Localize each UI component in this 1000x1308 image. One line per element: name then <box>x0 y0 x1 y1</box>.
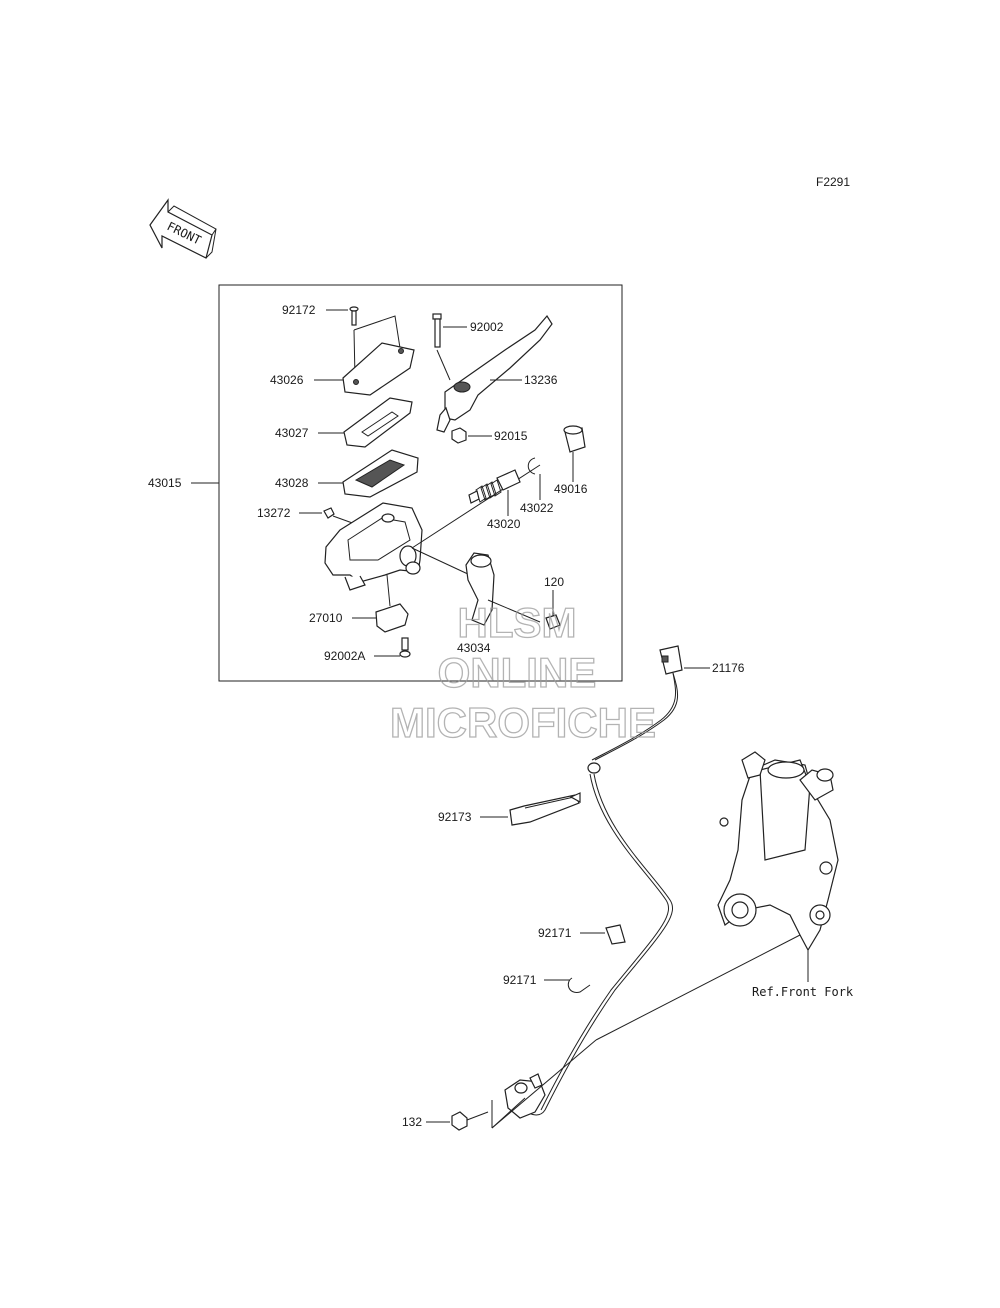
part-label-92171-lower[interactable]: 92171 <box>503 973 537 987</box>
bolt-120 <box>545 614 561 630</box>
part-label-92015[interactable]: 92015 <box>494 429 528 443</box>
clamp-92171-upper <box>605 924 626 945</box>
part-label-27010[interactable]: 27010 <box>309 611 343 625</box>
watermark-line-2: ONLINE <box>438 649 597 696</box>
sensor-cable-21176 <box>524 645 683 1116</box>
clamp-92171-lower <box>567 977 591 993</box>
part-label-43034[interactable]: 43034 <box>457 641 491 655</box>
part-label-43028[interactable]: 43028 <box>275 476 309 490</box>
brake-switch-27010 <box>375 574 409 633</box>
piston-kit-43020 <box>468 469 521 504</box>
part-label-43020[interactable]: 43020 <box>487 517 521 531</box>
holder-43034 <box>465 552 541 626</box>
front-fork-reference <box>717 751 839 952</box>
part-label-92171-upper[interactable]: 92171 <box>538 926 572 940</box>
bolt-92002 <box>432 313 442 348</box>
master-cylinder-body <box>324 502 423 591</box>
part-label-43015[interactable]: 43015 <box>148 476 182 490</box>
part-label-43027[interactable]: 43027 <box>275 426 309 440</box>
part-label-43026[interactable]: 43026 <box>270 373 304 387</box>
part-label-92172[interactable]: 92172 <box>282 303 316 317</box>
part-label-92002[interactable]: 92002 <box>470 320 504 334</box>
part-label-120[interactable]: 120 <box>544 575 564 589</box>
part-label-132[interactable]: 132 <box>402 1115 422 1129</box>
screw-92172 <box>349 306 359 326</box>
watermark-line-3: MICROFICHE <box>390 699 656 746</box>
reservoir-cap-43026 <box>342 342 415 396</box>
diaphragm-43028 <box>342 449 419 498</box>
ref-front-fork-label[interactable]: Ref.Front Fork <box>752 985 854 999</box>
watermark: HLSM ONLINE MICROFICHE <box>389 598 656 746</box>
diaphragm-plate-43027 <box>343 397 413 448</box>
part-label-21176[interactable]: 21176 <box>712 661 745 675</box>
part-label-92173[interactable]: 92173 <box>438 810 472 824</box>
part-label-13272[interactable]: 13272 <box>257 506 291 520</box>
screw-92002A <box>399 637 411 658</box>
circlip-43022 <box>527 457 536 475</box>
part-label-43022[interactable]: 43022 <box>520 501 554 515</box>
bolt-132 <box>451 1111 489 1131</box>
boot-49016 <box>563 425 586 453</box>
nut-92015 <box>451 427 467 444</box>
part-label-13236[interactable]: 13236 <box>524 373 558 387</box>
diagram-code: F2291 <box>816 175 850 189</box>
bracket-92173 <box>509 792 581 826</box>
watermark-line-1: HLSM <box>458 599 577 646</box>
brake-lever-13236 <box>436 314 553 433</box>
plug-13272 <box>323 507 335 519</box>
part-label-49016[interactable]: 49016 <box>554 482 588 496</box>
part-label-92002A[interactable]: 92002A <box>324 649 365 663</box>
front-arrow-icon: FRONT <box>149 198 217 259</box>
